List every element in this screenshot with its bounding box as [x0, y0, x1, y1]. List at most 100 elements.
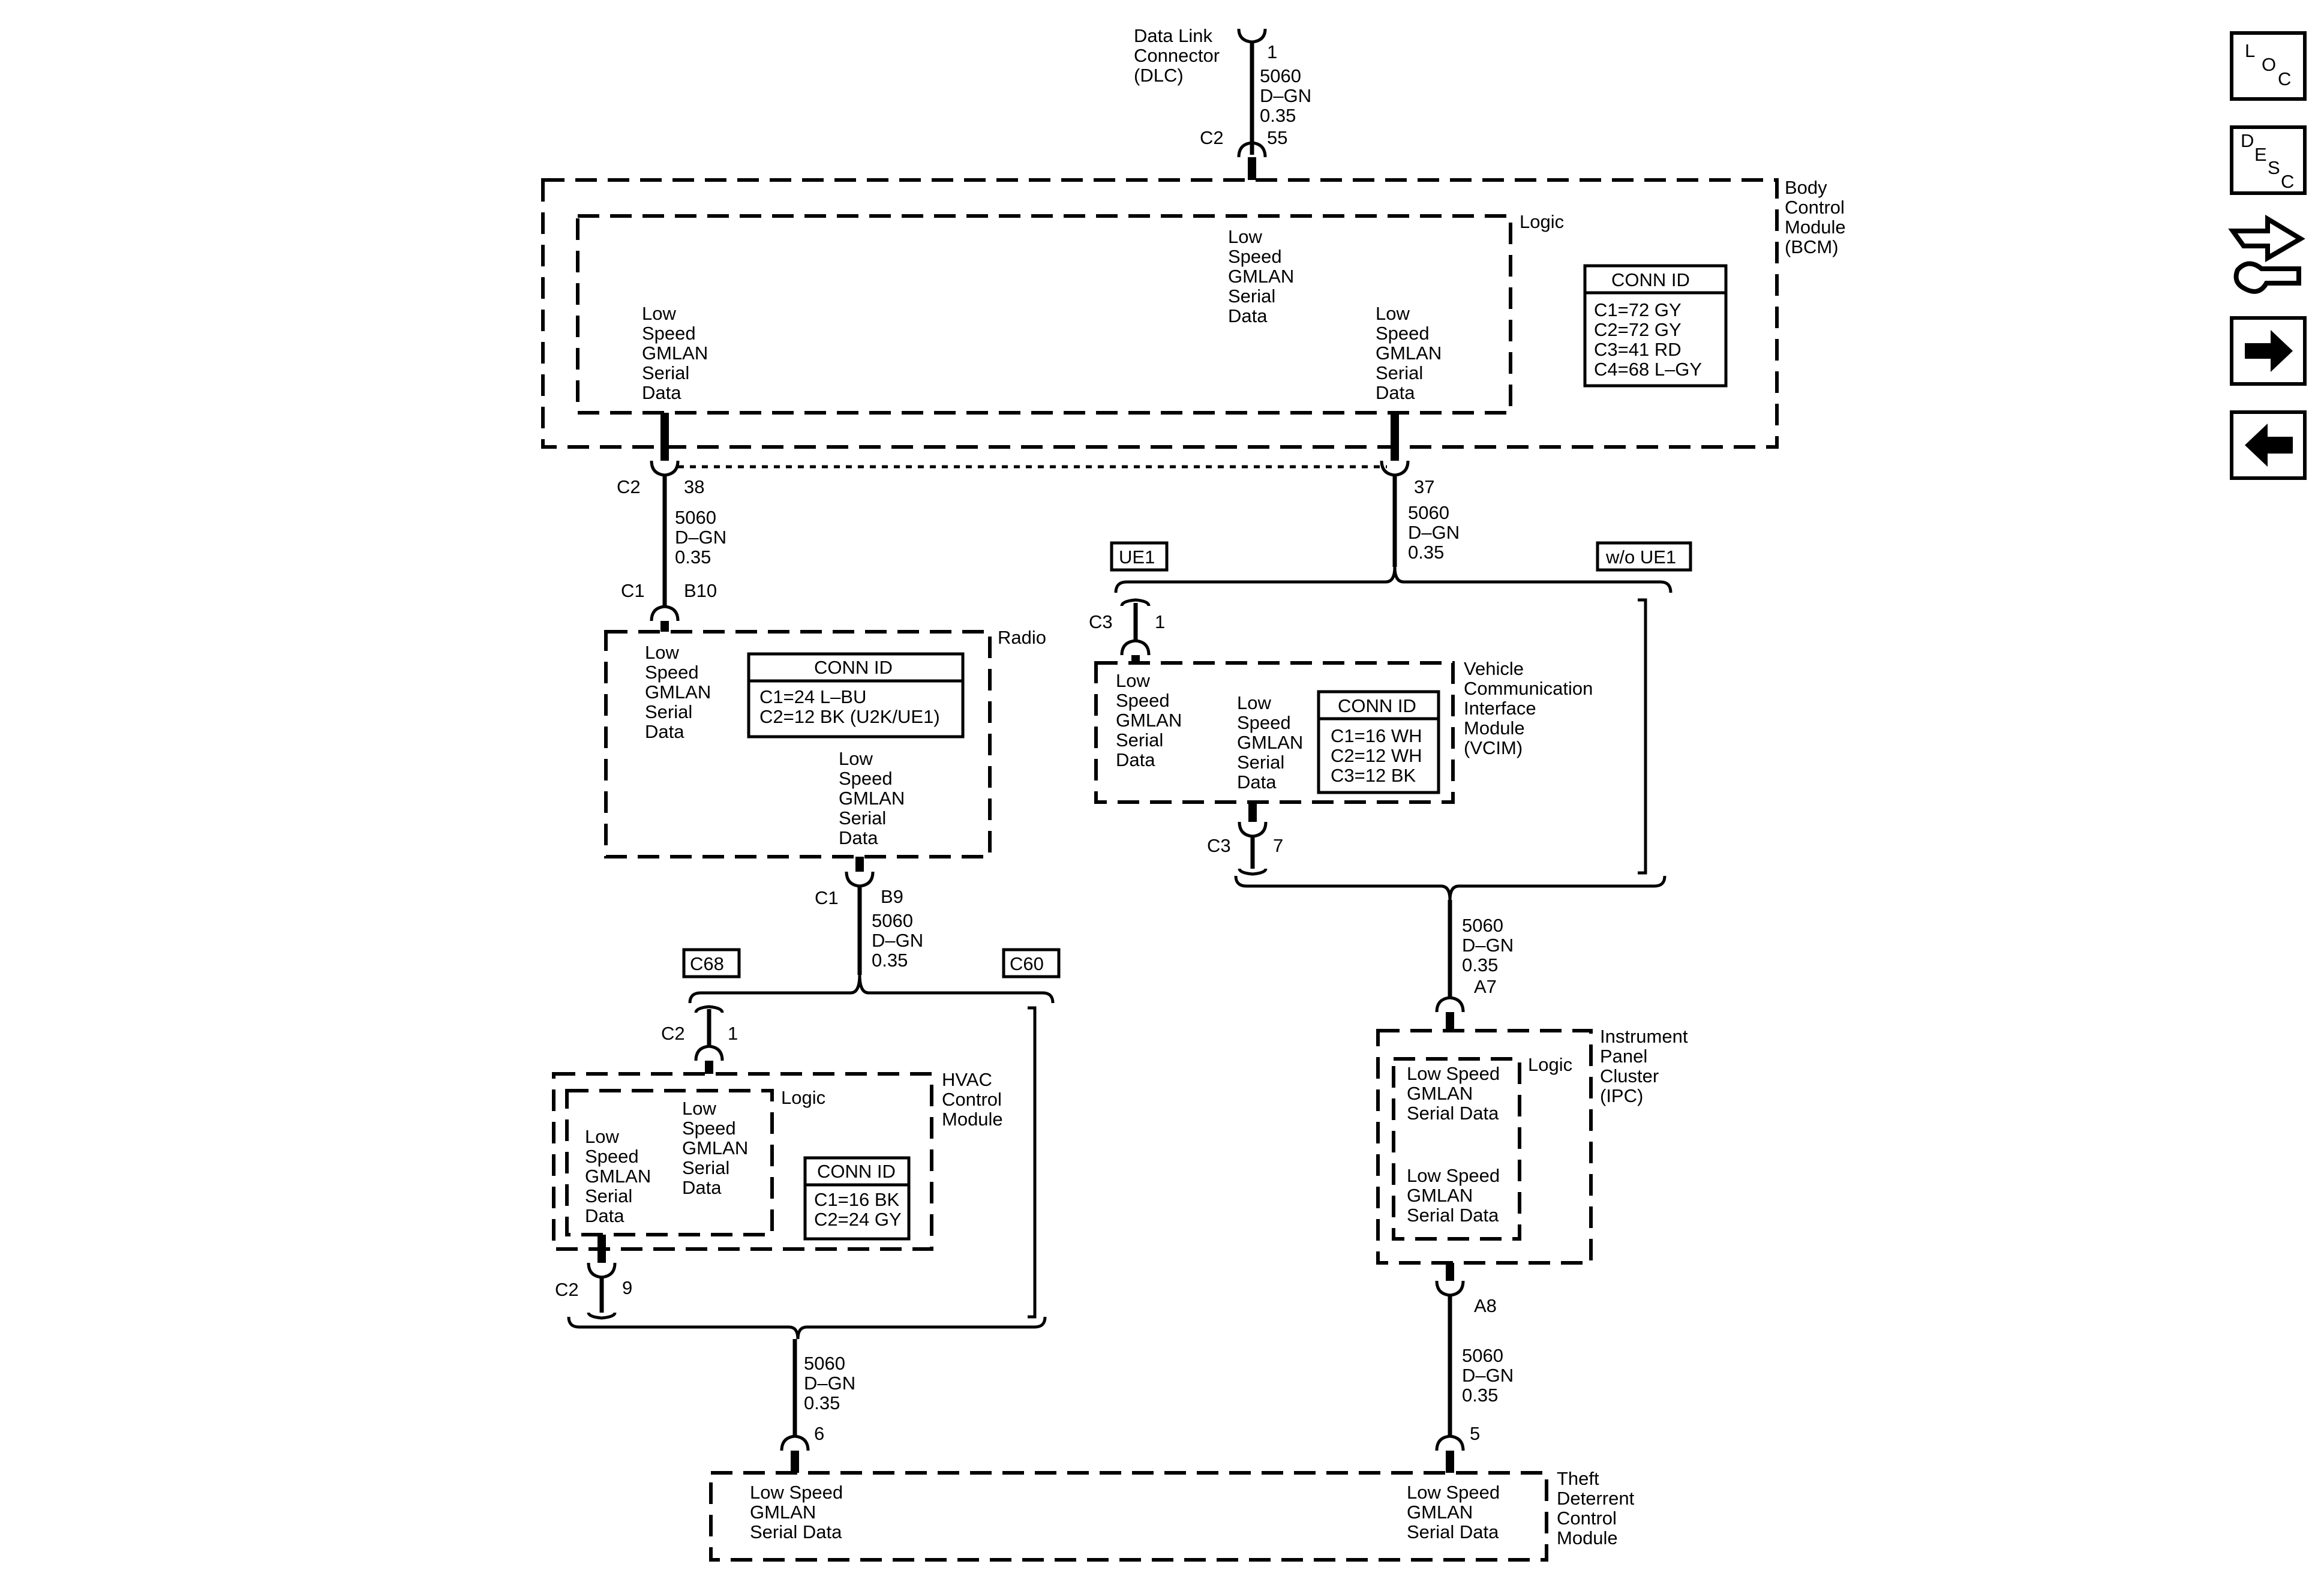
hvac-logic-outline	[565, 1089, 774, 1236]
bcm-c2-55-connector-symbol	[1237, 141, 1267, 158]
nav-desc-letter-e: E	[2254, 144, 2267, 165]
radio-conn-id-box	[747, 652, 965, 739]
nav-back-button[interactable]	[2230, 410, 2307, 480]
hvac-in-pin: 1	[728, 1023, 738, 1044]
option-split-brace-vcim	[1114, 566, 1673, 593]
right-arrow-icon	[2245, 330, 2293, 372]
nav-desc-letter-d: D	[2241, 130, 2254, 151]
hvac-out-lower-connector-symbol	[587, 1312, 617, 1320]
option-wo-ue1-bypass	[1638, 598, 1647, 875]
nav-loc-letter-c: C	[2278, 68, 2291, 89]
hvac-c2-1-connector-symbol-top	[694, 1005, 724, 1013]
bcm-pin-55: 55	[1267, 127, 1287, 148]
option-wo-ue1-label: w/o UE1	[1605, 547, 1676, 568]
option-c68-box	[682, 948, 741, 978]
nav-desc-frame[interactable]	[2230, 125, 2307, 195]
option-c60-box	[1002, 948, 1061, 978]
vcim-in-conn: C3	[1089, 611, 1113, 632]
ipc-outline	[1376, 1029, 1593, 1265]
bcm-c2-38-connector-symbol	[650, 460, 680, 477]
left-arrow-icon	[2245, 424, 2293, 467]
hvac-conn-id-title: CONN ID	[817, 1161, 896, 1182]
radio-c1-b10-connector-symbol	[650, 605, 680, 622]
tdm-pin-6-connector-symbol	[780, 1434, 810, 1451]
radio-in-pin: B10	[684, 580, 717, 601]
tdm-outline	[709, 1471, 1548, 1562]
option-c68-label: C68	[690, 953, 724, 974]
nav-loc-letter-l: L	[2245, 40, 2255, 61]
vcim-in-pin: 1	[1155, 611, 1165, 632]
bcm-conn-id-box	[1583, 264, 1728, 388]
ipc-out-pin: A8	[1474, 1295, 1497, 1316]
option-c60-bypass	[1028, 1006, 1037, 1319]
nav-diagnostic-wrench-shape[interactable]	[2233, 261, 2301, 294]
nav-loc-letter-o: O	[2262, 54, 2276, 75]
nav-diagnostic-icon[interactable]	[2228, 214, 2305, 294]
bcm-pin-38: 38	[684, 476, 704, 497]
nav-loc-frame[interactable]	[2230, 31, 2307, 101]
bcm-c2-label: C2	[1200, 127, 1224, 148]
option-ue1-label: UE1	[1119, 547, 1155, 568]
vcim-c3-1-connector-symbol	[1120, 639, 1151, 656]
ipc-a8-connector-symbol	[1435, 1280, 1465, 1297]
ipc-a7-connector-symbol	[1435, 996, 1465, 1013]
bcm-outline	[541, 178, 1779, 449]
hvac-c2-1-connector-symbol	[694, 1044, 724, 1061]
hvac-conn-id-box	[803, 1156, 911, 1241]
hvac-c2-9-connector-symbol	[587, 1262, 617, 1279]
nav-desc-button[interactable]: D E S C	[2230, 125, 2307, 195]
option-ue1-box	[1110, 541, 1169, 572]
bcm-conn-id-title: CONN ID	[1611, 269, 1690, 290]
vcim-conn-id-box	[1317, 690, 1440, 794]
radio-name: Radio	[998, 627, 1046, 648]
radio-out-conn: C1	[815, 887, 839, 908]
option-wo-ue1-box	[1596, 541, 1692, 572]
option-join-brace-vcim	[1234, 875, 1667, 900]
nav-loc-button[interactable]: L O C	[2230, 31, 2307, 101]
vcim-c3-7-connector-symbol	[1238, 821, 1268, 838]
bcm-logic-outline	[576, 214, 1512, 415]
option-c60-label: C60	[1010, 953, 1044, 974]
dlc-connector-symbol	[1237, 28, 1267, 44]
ipc-logic-outline	[1392, 1057, 1521, 1241]
hvac-out-pin: 9	[622, 1277, 632, 1298]
option-split-vcim: UE1 w/o UE1 C3 1	[1089, 541, 1692, 875]
vcim-out-conn: C3	[1207, 835, 1231, 856]
option-split-hvac: C68 C60 C2 1	[661, 948, 1061, 1319]
hvac-out-conn: C2	[555, 1279, 579, 1300]
bcm-c2-37-connector-symbol	[1380, 460, 1410, 477]
hvac-in-conn: C2	[661, 1023, 685, 1044]
nav-diagnostic-arrow-shape[interactable]	[2228, 214, 2305, 262]
nav-next-button[interactable]	[2230, 316, 2307, 386]
nav-desc-letter-s: S	[2268, 157, 2280, 178]
